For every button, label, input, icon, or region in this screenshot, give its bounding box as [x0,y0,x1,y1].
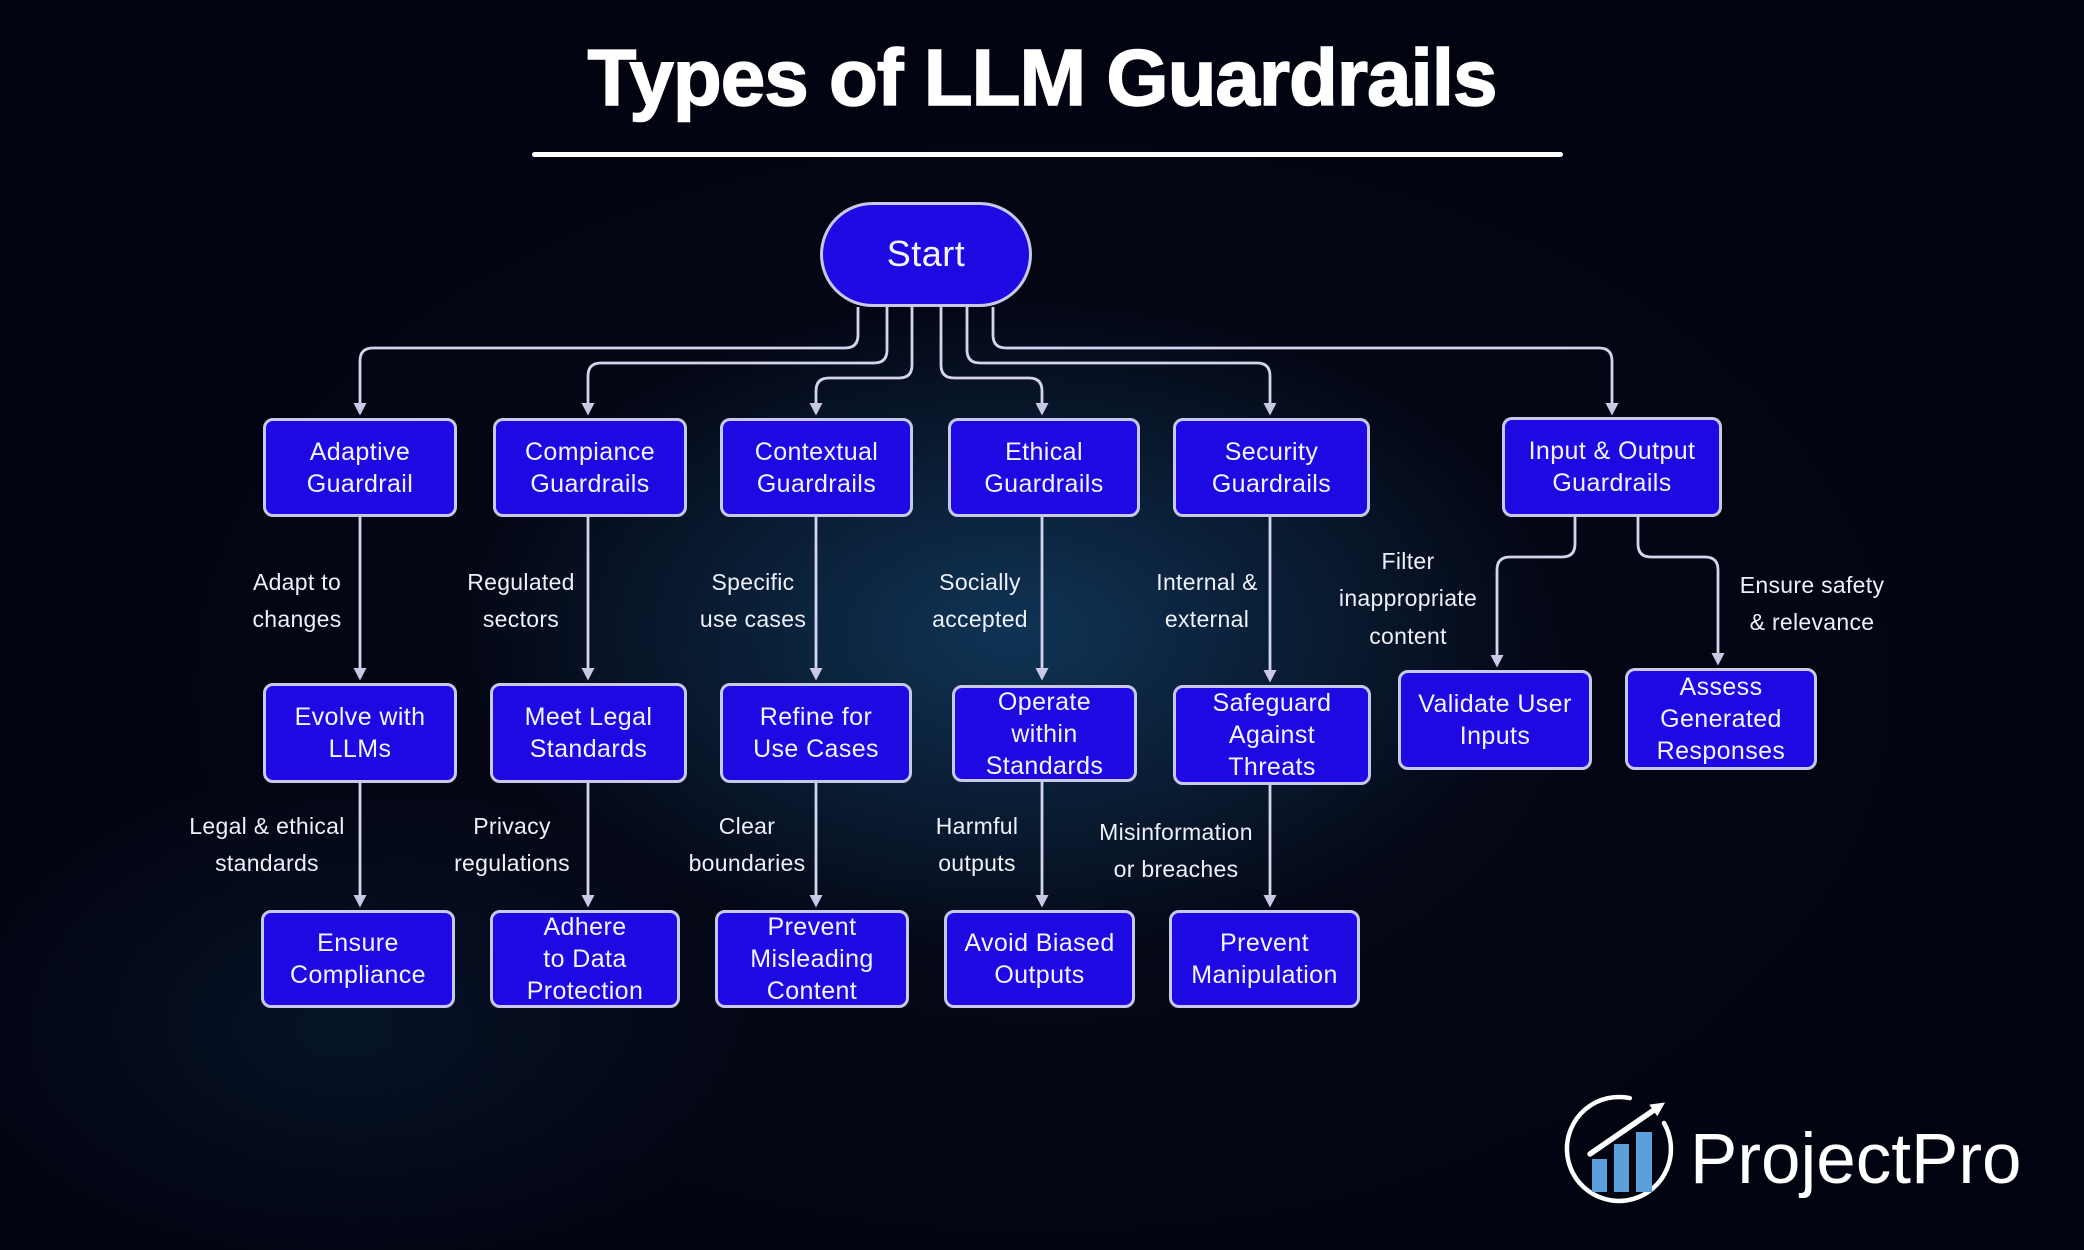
node-assess-generated-responses: Assess Generated Responses [1625,668,1817,770]
page-title: Types of LLM Guardrails [587,33,1499,123]
edge-start-to-contextual [809,307,914,416]
edge-label-privacy-regulations: Privacy regulations [454,812,570,876]
edge-label-filter-inappropriate-content: Filter inappropriate content [1338,548,1478,649]
start-node: Start [820,202,1032,307]
node-evolve-with-llms: Evolve with LLMs [263,683,457,783]
node-operate-within-standards: Operate within Standards [952,685,1137,782]
edge-label-specific-use-cases: Specific use cases [699,568,807,632]
node-compliance-guardrails: Compiance Guardrails [493,418,687,517]
node-meet-legal-standards: Meet Legal Standards [490,683,687,783]
node-adhere-to-data-protection: Adhere to Data Protection [490,910,680,1008]
logo-text: ProjectPro [1690,1120,2021,1199]
projectpro-logo: ProjectPro [1562,1082,2082,1237]
logo-icon [1564,1094,1674,1204]
edge-start-to-security [965,307,1277,416]
edge-input-output-to-validate [1490,517,1577,668]
edge-label-ensure-safety-relevance: Ensure safety & relevance [1739,571,1885,635]
edge-start-to-compliance [581,307,889,416]
node-ethical-guardrails: Ethical Guardrails [948,418,1140,517]
node-refine-for-use-cases: Refine for Use Cases [720,683,912,783]
node-safeguard-against-threats: Safeguard Against Threats [1173,685,1371,785]
node-ensure-compliance: Ensure Compliance [261,910,455,1008]
edge-input-output-to-assess [1636,517,1725,666]
edge-start-to-input-output [991,307,1619,416]
node-adaptive-guardrail: Adaptive Guardrail [263,418,457,517]
node-input-output-guardrails: Input & Output Guardrails [1502,417,1722,517]
node-avoid-biased-outputs: Avoid Biased Outputs [944,910,1135,1008]
edge-label-clear-boundaries: Clear boundaries [688,812,806,876]
edge-label-adapt-to-changes: Adapt to changes [252,568,342,632]
edge-label-legal-ethical-standards: Legal & ethical standards [189,812,345,876]
edge-start-to-ethical [939,307,1049,416]
title-underline [532,152,1563,157]
edge-label-internal-external: Internal & external [1156,568,1258,632]
logo-growth-arrow-icon [1587,1102,1665,1157]
logo-circle-icon [1564,1094,1674,1204]
node-contextual-guardrails: Contextual Guardrails [720,418,913,517]
edge-label-harmful-outputs: Harmful outputs [935,812,1019,876]
node-prevent-misleading-content: Prevent Misleading Content [715,910,909,1008]
logo-graphic: ProjectPro [1564,1094,2021,1204]
edge-start-to-adaptive [353,307,860,416]
edge-label-misinformation-breaches: Misinformation or breaches [1099,818,1253,882]
node-security-guardrails: Security Guardrails [1173,418,1370,517]
node-prevent-manipulation: Prevent Manipulation [1169,910,1360,1008]
logo-bar-chart-icon [1592,1132,1652,1192]
edge-label-regulated-sectors: Regulated sectors [467,568,575,632]
node-validate-user-inputs: Validate User Inputs [1398,670,1592,770]
edge-label-socially-accepted: Socially accepted [932,568,1028,632]
